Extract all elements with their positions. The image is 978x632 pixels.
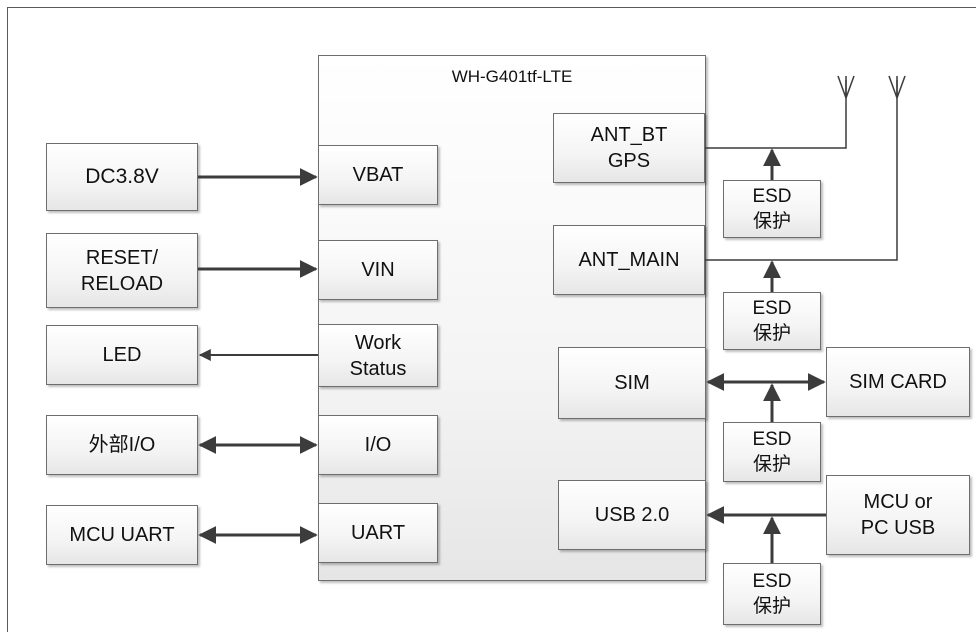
antenna-bt-icon xyxy=(837,75,855,99)
ant-bt-feed-line xyxy=(705,80,847,149)
usb-pin-box: USB 2.0 xyxy=(558,480,706,550)
dc-supply-box: DC3.8V xyxy=(46,143,198,211)
vbat-pin-box: VBAT xyxy=(318,145,438,205)
work-status-pin-box: Work Status xyxy=(318,324,438,387)
sim-pin-box: SIM xyxy=(558,347,706,419)
esd-protection-box-sim: ESD 保护 xyxy=(723,422,821,482)
esd-protection-box-main: ESD 保护 xyxy=(723,292,821,350)
external-io-box: 外部I/O xyxy=(46,415,198,475)
antenna-main-icon xyxy=(888,75,906,99)
reset-reload-box: RESET/ RELOAD xyxy=(46,233,198,308)
mcu-pc-usb-box: MCU or PC USB xyxy=(826,475,970,555)
ant-main-pin-box: ANT_MAIN xyxy=(553,225,705,295)
esd-protection-box-usb: ESD 保护 xyxy=(723,563,821,625)
diagram-frame xyxy=(7,7,976,632)
ant-main-feed-line xyxy=(705,80,898,261)
sim-card-box: SIM CARD xyxy=(826,347,970,417)
io-pin-box: I/O xyxy=(318,415,438,475)
ant-bt-gps-pin-box: ANT_BT GPS xyxy=(553,113,705,183)
module-title: WH-G401tf-LTE xyxy=(451,67,573,86)
uart-pin-box: UART xyxy=(318,503,438,563)
led-box: LED xyxy=(46,325,198,385)
esd-protection-box-bt: ESD 保护 xyxy=(723,180,821,238)
mcu-uart-box: MCU UART xyxy=(46,505,198,565)
vin-pin-box: VIN xyxy=(318,240,438,300)
